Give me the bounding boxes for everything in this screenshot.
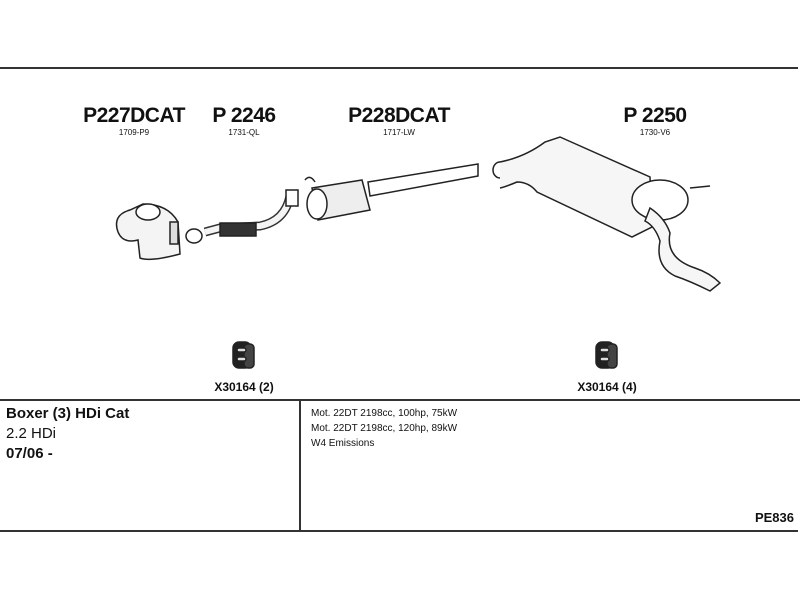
- part-drawing-p227dcat: [115, 203, 181, 261]
- part-code: P228DCAT: [348, 104, 450, 127]
- engine-spec: W4 Emissions: [311, 438, 375, 449]
- part-code: P 2246: [212, 104, 276, 127]
- part-code: P227DCAT: [83, 104, 185, 127]
- rubber-mounting-icon: [232, 341, 255, 369]
- mounting-label: X30164 (4): [577, 380, 637, 394]
- part-ref: 1709-P9: [118, 128, 150, 137]
- engine-spec: Mot. 22DT 2198cc, 100hp, 75kW: [311, 408, 458, 419]
- rubber-mounting-icon: [595, 341, 618, 369]
- exhaust-diagram: [115, 136, 722, 369]
- part-drawing-p2250: [492, 136, 722, 292]
- mounting-label: X30164 (2): [214, 380, 274, 394]
- diagram-reference: PE836: [754, 510, 794, 525]
- vehicle-model: Boxer (3) HDi Cat: [6, 405, 130, 422]
- part-ref: 1730-V6: [639, 128, 671, 137]
- vehicle-date: 07/06 -: [6, 445, 53, 462]
- engine-spec: Mot. 22DT 2198cc, 120hp, 89kW: [311, 423, 458, 434]
- part-ref: 1731-QL: [228, 128, 260, 137]
- vehicle-engine: 2.2 HDi: [6, 425, 57, 442]
- part-drawing-p2246: [185, 189, 299, 244]
- part-drawing-p228dcat: [304, 163, 479, 221]
- divider: [0, 399, 800, 401]
- part-ref: 1717-LW: [383, 128, 415, 137]
- divider: [299, 400, 301, 532]
- diagram-frame: [0, 67, 798, 532]
- part-code: P 2250: [623, 104, 687, 127]
